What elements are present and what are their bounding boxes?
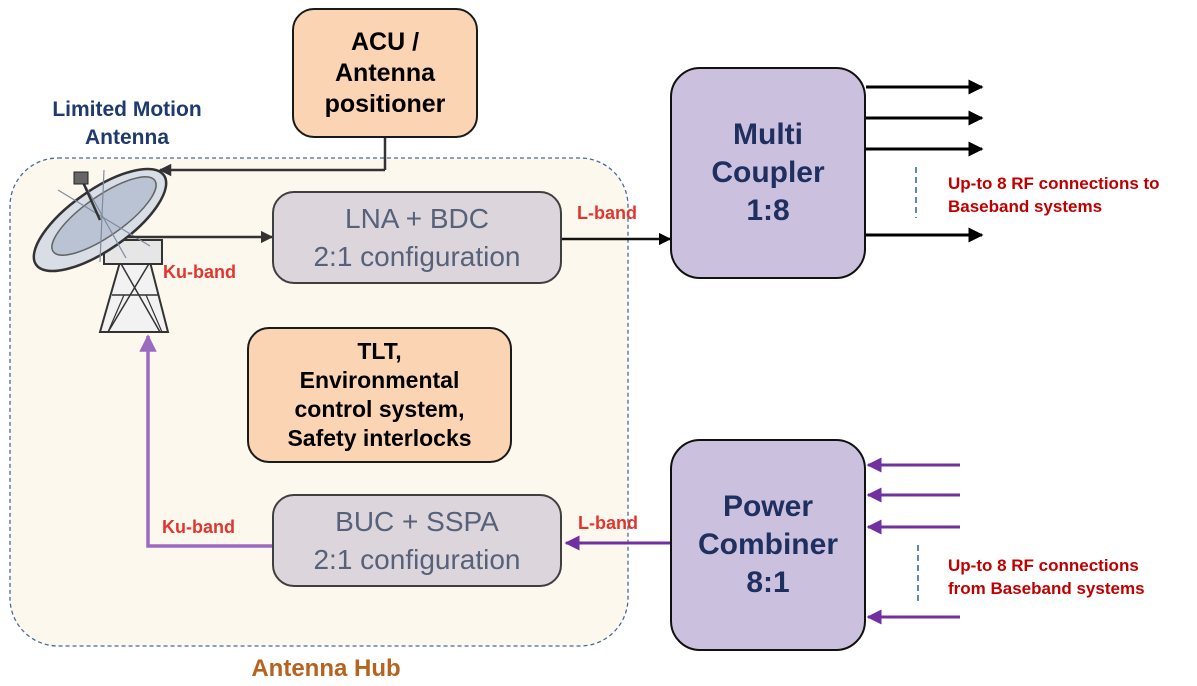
antenna-title: Limited Motion Antenna <box>52 98 202 149</box>
multi-coupler-label: Multi Coupler 1:8 <box>711 118 825 227</box>
ku-band-tx-label: Ku-band <box>162 517 235 537</box>
l-band-tx-label: L-band <box>578 513 638 533</box>
ku-band-rx-label: Ku-band <box>163 262 236 282</box>
rf-in-note: Up-to 8 RF connections from Baseband sys… <box>948 556 1145 598</box>
buc-to-antenna-arrow <box>139 334 272 548</box>
tlt-box: TLT, Environmental control system, Safet… <box>247 327 512 463</box>
power-combiner-box: Power Combiner 8:1 <box>670 439 866 651</box>
acu-box: ACU / Antenna positioner <box>292 8 478 138</box>
lna-bdc-label: LNA + BDC 2:1 configuration <box>313 202 521 272</box>
rf-out-note: Up-to 8 RF connections to Baseband syste… <box>948 174 1160 216</box>
satellite-dish-icon <box>32 167 170 333</box>
multi-coupler-box: Multi Coupler 1:8 <box>670 67 866 279</box>
tlt-box-label: TLT, Environmental control system, Safet… <box>287 338 472 451</box>
lna-bdc-box: LNA + BDC 2:1 configuration <box>272 191 562 284</box>
antenna-hub-title: Antenna Hub <box>251 655 401 682</box>
acu-box-label: ACU / Antenna positioner <box>324 27 446 118</box>
buc-sspa-box: BUC + SSPA 2:1 configuration <box>272 494 562 587</box>
l-band-rx-label: L-band <box>577 203 637 223</box>
power-combiner-label: Power Combiner 8:1 <box>697 490 838 599</box>
buc-sspa-label: BUC + SSPA 2:1 configuration <box>313 505 521 575</box>
